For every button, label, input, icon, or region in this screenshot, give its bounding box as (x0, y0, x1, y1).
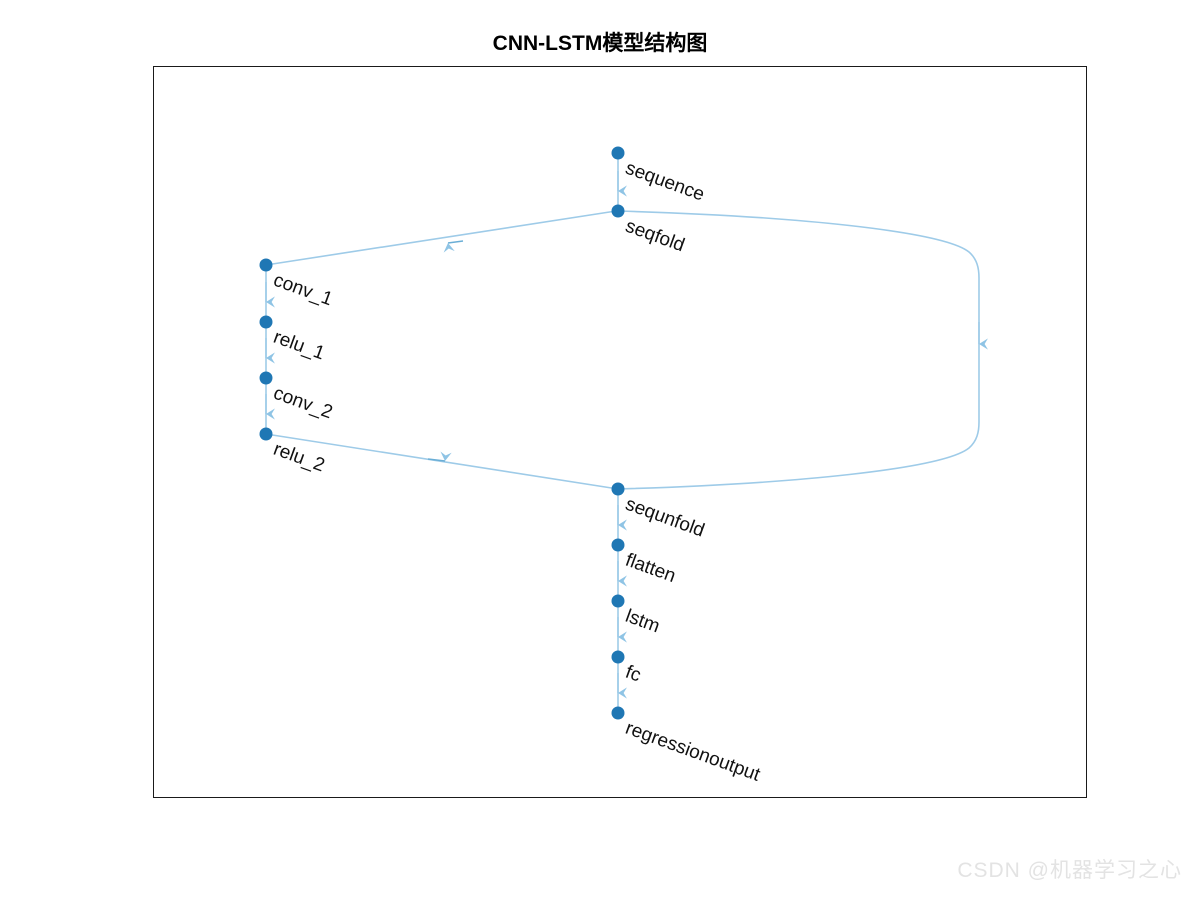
node-regressionoutput[interactable] (611, 706, 625, 720)
edge-relu2-sequnfold-arrow (427, 451, 452, 462)
node-flatten[interactable] (611, 538, 625, 552)
node-sequnfold[interactable] (611, 482, 625, 496)
edge-relu2-sequnfold (265, 433, 619, 490)
node-conv_2[interactable] (259, 371, 273, 385)
edge-seqfold-conv1 (265, 210, 617, 266)
node-conv_1[interactable] (259, 258, 273, 272)
node-seqfold[interactable] (611, 204, 625, 218)
edge-seqfold-conv1-arrow (443, 240, 464, 253)
network-graph (259, 146, 988, 720)
node-relu_1[interactable] (259, 315, 273, 329)
page-title: CNN-LSTM模型结构图 (492, 32, 708, 55)
node-fc[interactable] (611, 650, 625, 664)
node-layer (259, 146, 625, 720)
edge-layer (265, 153, 988, 713)
edge-seqfold-sequnfold-routed (617, 210, 980, 490)
watermark: CSDN @机器学习之心 (957, 859, 1182, 882)
node-relu_2[interactable] (259, 427, 273, 441)
node-sequence[interactable] (611, 146, 625, 160)
node-lstm[interactable] (611, 594, 625, 608)
